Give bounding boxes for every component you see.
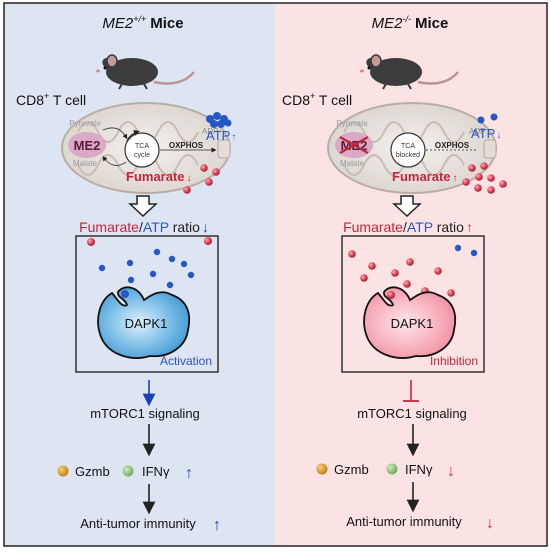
right-adp-label: ADP	[469, 127, 485, 136]
right-tca-line2: blocked	[396, 152, 420, 159]
right-cell-label: CD8+ T cell	[282, 91, 352, 108]
left-pyruvate-label: Pyruvate	[69, 119, 101, 128]
left-panel-background	[4, 3, 275, 546]
atp-molecule-cluster	[477, 113, 498, 124]
atp-synthase-icon	[483, 139, 497, 159]
left-ratio-label: Fumarate/ATP ratio↓	[79, 219, 209, 235]
left-immunity-label: Anti-tumor immunity	[80, 516, 196, 531]
right-atp-label: ATP↓	[471, 126, 501, 141]
tca-cycle-circle	[124, 132, 160, 168]
atp-molecule-cluster	[206, 112, 232, 128]
left-immunity-arrow: ↑	[213, 517, 221, 534]
left-atp-label: ATP↑	[206, 128, 236, 143]
right-red-dots	[348, 250, 455, 297]
right-tca-line1: TCA	[401, 143, 415, 150]
gzmb-dot-icon	[57, 465, 69, 477]
left-dapk1-box	[75, 235, 219, 373]
fumarate-molecules	[462, 162, 507, 194]
right-immunity-label: Anti-tumor immunity	[346, 514, 462, 529]
right-mtorc1-label: mTORC1 signaling	[357, 406, 467, 421]
right-gzmb-label: Gzmb	[334, 462, 369, 477]
left-ifng-label: IFNγ	[142, 464, 170, 479]
me2-enzyme-blob	[68, 132, 106, 158]
left-cell-label: CD8+ T cell	[16, 91, 86, 108]
left-oxphos-label: OXPHOS	[169, 141, 204, 150]
left-blue-dots	[98, 248, 195, 289]
atp-synthase-icon	[217, 139, 231, 159]
left-adp-label: ADP	[202, 127, 218, 136]
left-title: ME2+/+Mice	[102, 14, 183, 32]
right-immunity-arrow: ↓	[486, 515, 494, 532]
left-red-dot	[204, 237, 212, 245]
left-mtorc1-label: mTORC1 signaling	[90, 406, 200, 421]
mouse-icon	[96, 54, 195, 90]
right-malate-label: Malate	[340, 159, 365, 168]
dapk1-protein-icon	[363, 286, 457, 359]
left-malate-label: Malate	[73, 159, 98, 168]
left-red-dot	[87, 238, 95, 246]
gzmb-dot-icon	[316, 463, 328, 475]
right-ratio-label: Fumarate/ATP ratio↑	[343, 219, 473, 235]
mouse-icon	[360, 54, 459, 90]
bound-fumarate-dot	[387, 291, 395, 299]
right-title: ME2-/-Mice	[372, 14, 449, 32]
right-blue-dot	[454, 244, 462, 252]
left-gzmb-label: Gzmb	[75, 464, 110, 479]
right-hollow-down-arrow	[392, 195, 422, 218]
right-blue-dot	[470, 249, 478, 257]
tca-cycle-circle	[390, 132, 426, 168]
right-dapk1-box	[341, 235, 485, 373]
right-oxphos-label: OXPHOS	[435, 141, 470, 150]
right-fumarate-label: Fumarate↑	[392, 169, 458, 184]
left-panel: ME2+/+Mice CD8+ T cell ME2 Pyruvate Mala…	[16, 14, 236, 534]
left-tca-line2: cycle	[134, 152, 150, 159]
left-dapk1-label: DAPK1	[125, 316, 168, 331]
right-ifng-arrow: ↓	[447, 463, 455, 480]
right-ifng-label: IFNγ	[405, 462, 433, 477]
left-me2-label: ME2	[74, 138, 101, 153]
right-panel: ME2-/-Mice CD8+ T cell ME2 Pyruvate Mala…	[282, 14, 507, 532]
left-hollow-down-arrow	[128, 195, 158, 218]
right-state-label: Inhibition	[430, 354, 478, 368]
left-state-label: Activation	[160, 354, 212, 368]
right-pyruvate-label: Pyruvate	[336, 119, 368, 128]
bound-atp-dot	[121, 290, 129, 298]
left-fumarate-label: Fumarate↓	[126, 169, 192, 184]
knockout-cross-icon	[339, 136, 369, 154]
outer-frame	[3, 2, 548, 547]
left-tca-line1: TCA	[135, 143, 149, 150]
left-ifng-arrow: ↑	[185, 465, 193, 482]
right-dapk1-label: DAPK1	[391, 316, 434, 331]
fumarate-molecules	[183, 164, 220, 194]
ifng-dot-icon	[386, 463, 398, 475]
dapk1-protein-icon	[97, 286, 191, 359]
ifng-dot-icon	[122, 465, 134, 477]
